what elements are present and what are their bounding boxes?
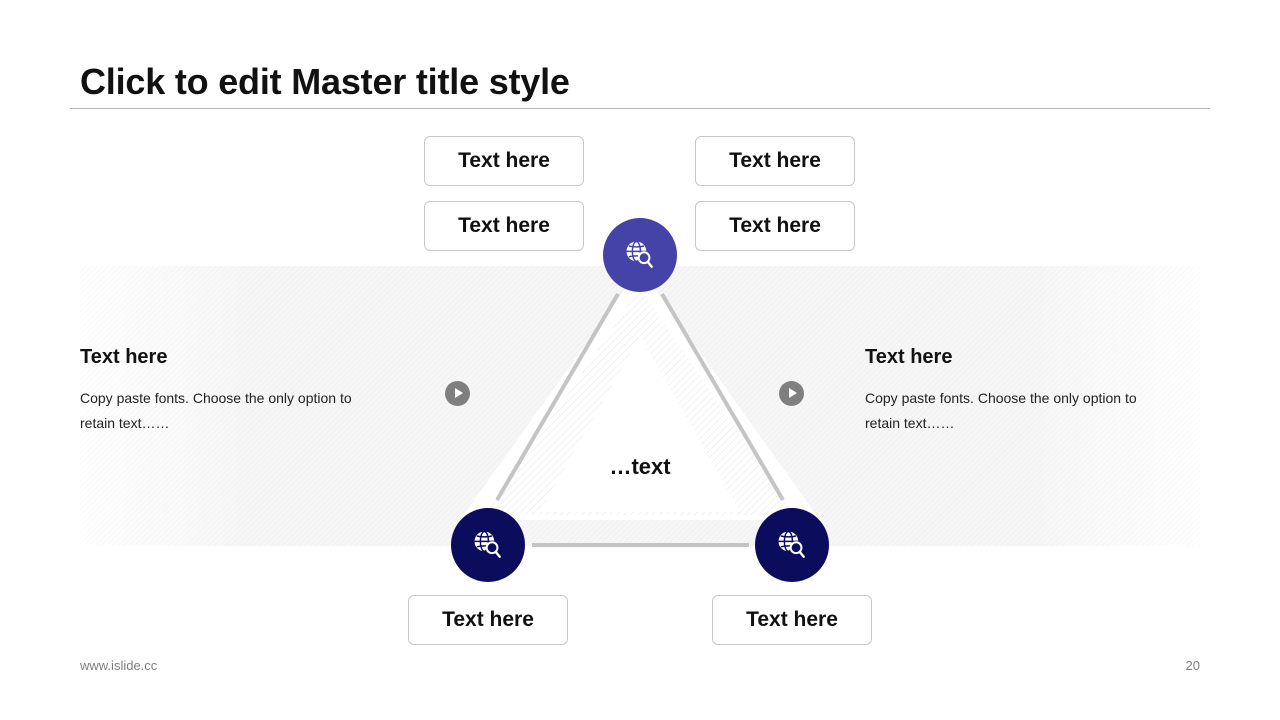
node-top bbox=[603, 218, 677, 292]
title-divider bbox=[70, 108, 1210, 109]
footer-page-number: 20 bbox=[1185, 658, 1200, 673]
node-bottom-right bbox=[755, 508, 829, 582]
connector-left bbox=[495, 292, 620, 502]
text-box-bottom-left[interactable]: Text here bbox=[408, 595, 568, 645]
text-box-top-right-1[interactable]: Text here bbox=[695, 136, 855, 186]
connector-right bbox=[660, 292, 785, 502]
right-panel-body: Copy paste fonts. Choose the only option… bbox=[865, 390, 1137, 431]
text-box-top-left-1[interactable]: Text here bbox=[424, 136, 584, 186]
text-box-bottom-right[interactable]: Text here bbox=[712, 595, 872, 645]
text-box-top-right-2[interactable]: Text here bbox=[695, 201, 855, 251]
right-panel-heading: Text here bbox=[865, 346, 953, 368]
play-icon-left bbox=[445, 381, 470, 406]
text-box-top-left-2[interactable]: Text here bbox=[424, 201, 584, 251]
left-panel-body: Copy paste fonts. Choose the only option… bbox=[80, 390, 352, 431]
slide-title: Click to edit Master title style bbox=[80, 61, 570, 102]
triangle-inner bbox=[540, 336, 740, 512]
node-bottom-left bbox=[451, 508, 525, 582]
play-icon-right bbox=[779, 381, 804, 406]
left-panel-heading: Text here bbox=[80, 346, 168, 368]
footer-website: www.islide.cc bbox=[80, 658, 158, 673]
center-text: …text bbox=[609, 454, 671, 479]
